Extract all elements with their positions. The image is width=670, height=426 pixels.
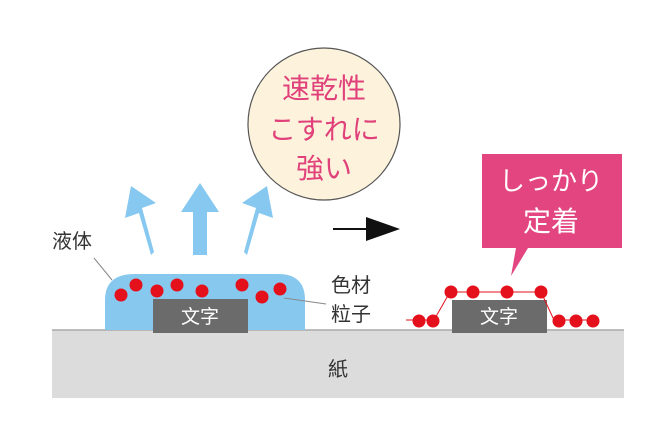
colorant-label-line-2: 粒子 bbox=[331, 302, 371, 326]
particle bbox=[569, 314, 583, 328]
particles-left bbox=[114, 278, 287, 304]
text-block-left-label: 文字 bbox=[181, 306, 219, 328]
arrow-up-icon-left bbox=[125, 186, 156, 255]
particle bbox=[150, 284, 164, 298]
particle bbox=[444, 285, 458, 299]
particle bbox=[129, 278, 143, 292]
particle bbox=[235, 278, 249, 292]
arrow-right-icon bbox=[333, 217, 400, 241]
text-block-left bbox=[153, 299, 248, 333]
particle bbox=[255, 290, 269, 304]
particle bbox=[195, 284, 209, 298]
particle bbox=[466, 285, 480, 299]
speech-bubble bbox=[247, 47, 401, 201]
text-block-right-label: 文字 bbox=[480, 306, 518, 328]
arrow-up-icon bbox=[125, 183, 273, 255]
particle bbox=[412, 314, 426, 328]
particle bbox=[170, 278, 184, 292]
text-block-right bbox=[452, 300, 547, 333]
particle bbox=[273, 282, 287, 296]
arrow-right-head bbox=[366, 217, 400, 241]
bubble-line-3: 強い bbox=[296, 152, 352, 185]
particle bbox=[114, 288, 128, 302]
bubble-line-2: こすれに bbox=[268, 113, 379, 146]
arrow-up-icon-right bbox=[242, 186, 273, 255]
callout-box bbox=[482, 154, 622, 276]
arrow-up-icon-center bbox=[181, 183, 219, 255]
particles-right bbox=[412, 285, 600, 328]
particle bbox=[426, 314, 440, 328]
liquid-leader-line bbox=[93, 257, 113, 281]
liquid-label: 液体 bbox=[52, 229, 92, 253]
colorant-label-line-1: 色材 bbox=[331, 273, 371, 297]
particle bbox=[500, 285, 514, 299]
particle bbox=[552, 314, 566, 328]
colorant-leader-line bbox=[283, 297, 327, 305]
particle bbox=[586, 314, 600, 328]
particle bbox=[534, 285, 548, 299]
callout-line-2: 定着 bbox=[523, 205, 579, 238]
callout-line-1: しっかり bbox=[499, 167, 603, 197]
paper-base bbox=[52, 330, 624, 398]
particle-chain-line bbox=[406, 291, 594, 321]
paper-label: 紙 bbox=[328, 357, 348, 381]
bubble-line-1: 速乾性 bbox=[282, 72, 366, 105]
